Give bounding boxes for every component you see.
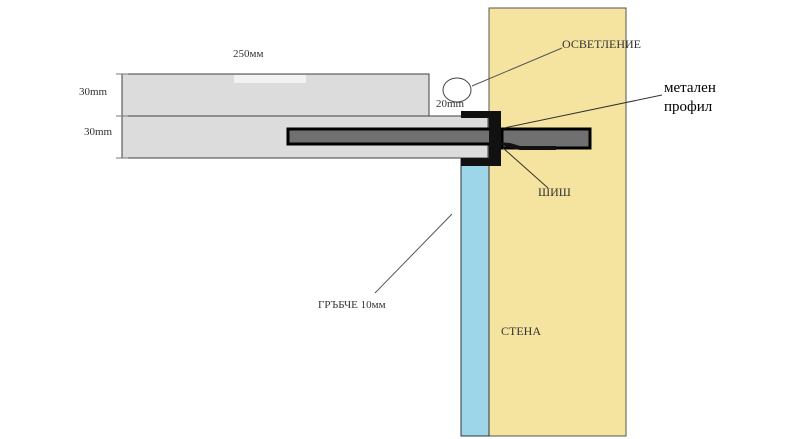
leader-lighting [471,47,563,87]
rod-left [286,127,498,146]
leader-rod [502,147,549,189]
top-slab-highlight [234,75,306,83]
metal-profile [461,111,501,166]
lighting-element [442,77,472,103]
metal-profile-stub [496,142,556,150]
groove-strip [460,157,490,437]
label-gap: 20mm [436,98,465,110]
label-rod: ШИШ [538,185,571,199]
label-groove: ГРЪБЧЕ 10мм [318,299,386,311]
label-metal-profile-2: профил [664,99,713,115]
label-metal-profile-1: метален [664,80,716,96]
leader-metal-profile [503,94,663,129]
leader-groove [374,213,453,294]
label-width-dim: 250мм [233,48,263,60]
label-wall: СТЕНА [501,324,541,338]
label-lighting: ОСВЕТЛЕНИЕ [562,37,641,51]
label-top-slab-thickness: 30mm [79,86,108,98]
label-bottom-slab-thickness: 30mm [84,126,113,138]
wall-block [488,7,627,437]
